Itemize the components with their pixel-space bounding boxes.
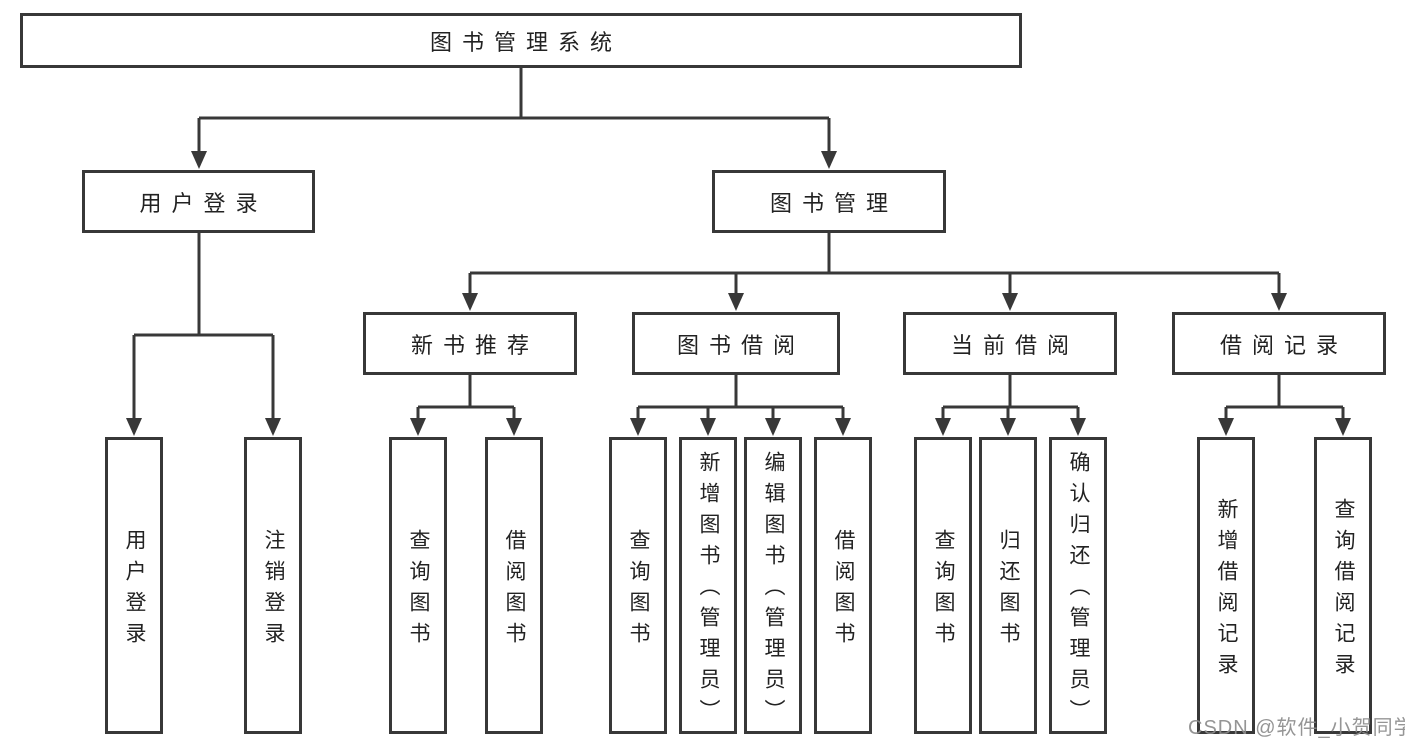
node-book-management-label: 图书管理 (769, 190, 898, 216)
node-leaf-query-books-current: 查询图书 (914, 437, 972, 734)
node-library-system-label: 图书管理系统 (429, 29, 622, 55)
connector-book-management (462, 233, 1287, 311)
connector-current-borrow (935, 375, 1086, 436)
node-leaf-add-borrow-record-label: 新增借阅记录 (1215, 497, 1238, 684)
node-leaf-confirm-return-admin-label: 确认归还（管理员） (1067, 451, 1090, 730)
node-leaf-query-books-borrow: 查询图书 (609, 437, 667, 734)
node-leaf-borrow-books-recommend-label: 借阅图书 (503, 528, 526, 653)
node-leaf-add-book-admin-label: 新增图书（管理员） (697, 451, 720, 730)
node-current-borrow-label: 当前借阅 (950, 332, 1079, 358)
node-leaf-confirm-return-admin: 确认归还（管理员） (1049, 437, 1107, 734)
node-user-login: 用户登录 (82, 170, 315, 233)
node-leaf-return-book: 归还图书 (979, 437, 1037, 734)
node-leaf-logout-label: 注销登录 (262, 528, 285, 653)
connector-root (191, 68, 837, 169)
node-leaf-query-borrow-record: 查询借阅记录 (1314, 437, 1372, 734)
node-current-borrow: 当前借阅 (903, 312, 1117, 375)
node-leaf-borrow-books-recommend: 借阅图书 (485, 437, 543, 734)
node-new-book-recommend: 新书推荐 (363, 312, 577, 375)
connector-user-login (126, 233, 281, 436)
node-book-borrow-label: 图书借阅 (676, 332, 805, 358)
node-leaf-add-book-admin: 新增图书（管理员） (679, 437, 737, 734)
node-leaf-query-books-borrow-label: 查询图书 (627, 528, 650, 653)
connector-new-book-recommend (410, 375, 522, 436)
node-book-management: 图书管理 (712, 170, 946, 233)
node-leaf-add-borrow-record: 新增借阅记录 (1197, 437, 1255, 734)
node-leaf-query-books-recommend-label: 查询图书 (407, 528, 430, 653)
watermark: CSDN @软件_小贺同学 (1188, 717, 1405, 739)
node-library-system: 图书管理系统 (20, 13, 1022, 68)
node-borrow-records-label: 借阅记录 (1219, 332, 1348, 358)
node-leaf-query-borrow-record-label: 查询借阅记录 (1332, 497, 1355, 684)
node-book-borrow: 图书借阅 (632, 312, 840, 375)
node-new-book-recommend-label: 新书推荐 (410, 332, 539, 358)
node-leaf-user-login-label: 用户登录 (123, 528, 146, 653)
node-leaf-edit-book-admin: 编辑图书（管理员） (744, 437, 802, 734)
node-leaf-borrow-books-label: 借阅图书 (832, 528, 855, 653)
connector-borrow-records (1218, 375, 1351, 436)
node-leaf-query-books-recommend: 查询图书 (389, 437, 447, 734)
node-user-login-label: 用户登录 (139, 190, 268, 216)
node-borrow-records: 借阅记录 (1172, 312, 1386, 375)
node-leaf-borrow-books: 借阅图书 (814, 437, 872, 734)
node-leaf-query-books-current-label: 查询图书 (932, 528, 955, 653)
node-leaf-return-book-label: 归还图书 (997, 528, 1020, 653)
node-leaf-logout: 注销登录 (244, 437, 302, 734)
node-leaf-user-login: 用户登录 (105, 437, 163, 734)
connector-book-borrow (630, 375, 851, 436)
node-leaf-edit-book-admin-label: 编辑图书（管理员） (762, 451, 785, 730)
